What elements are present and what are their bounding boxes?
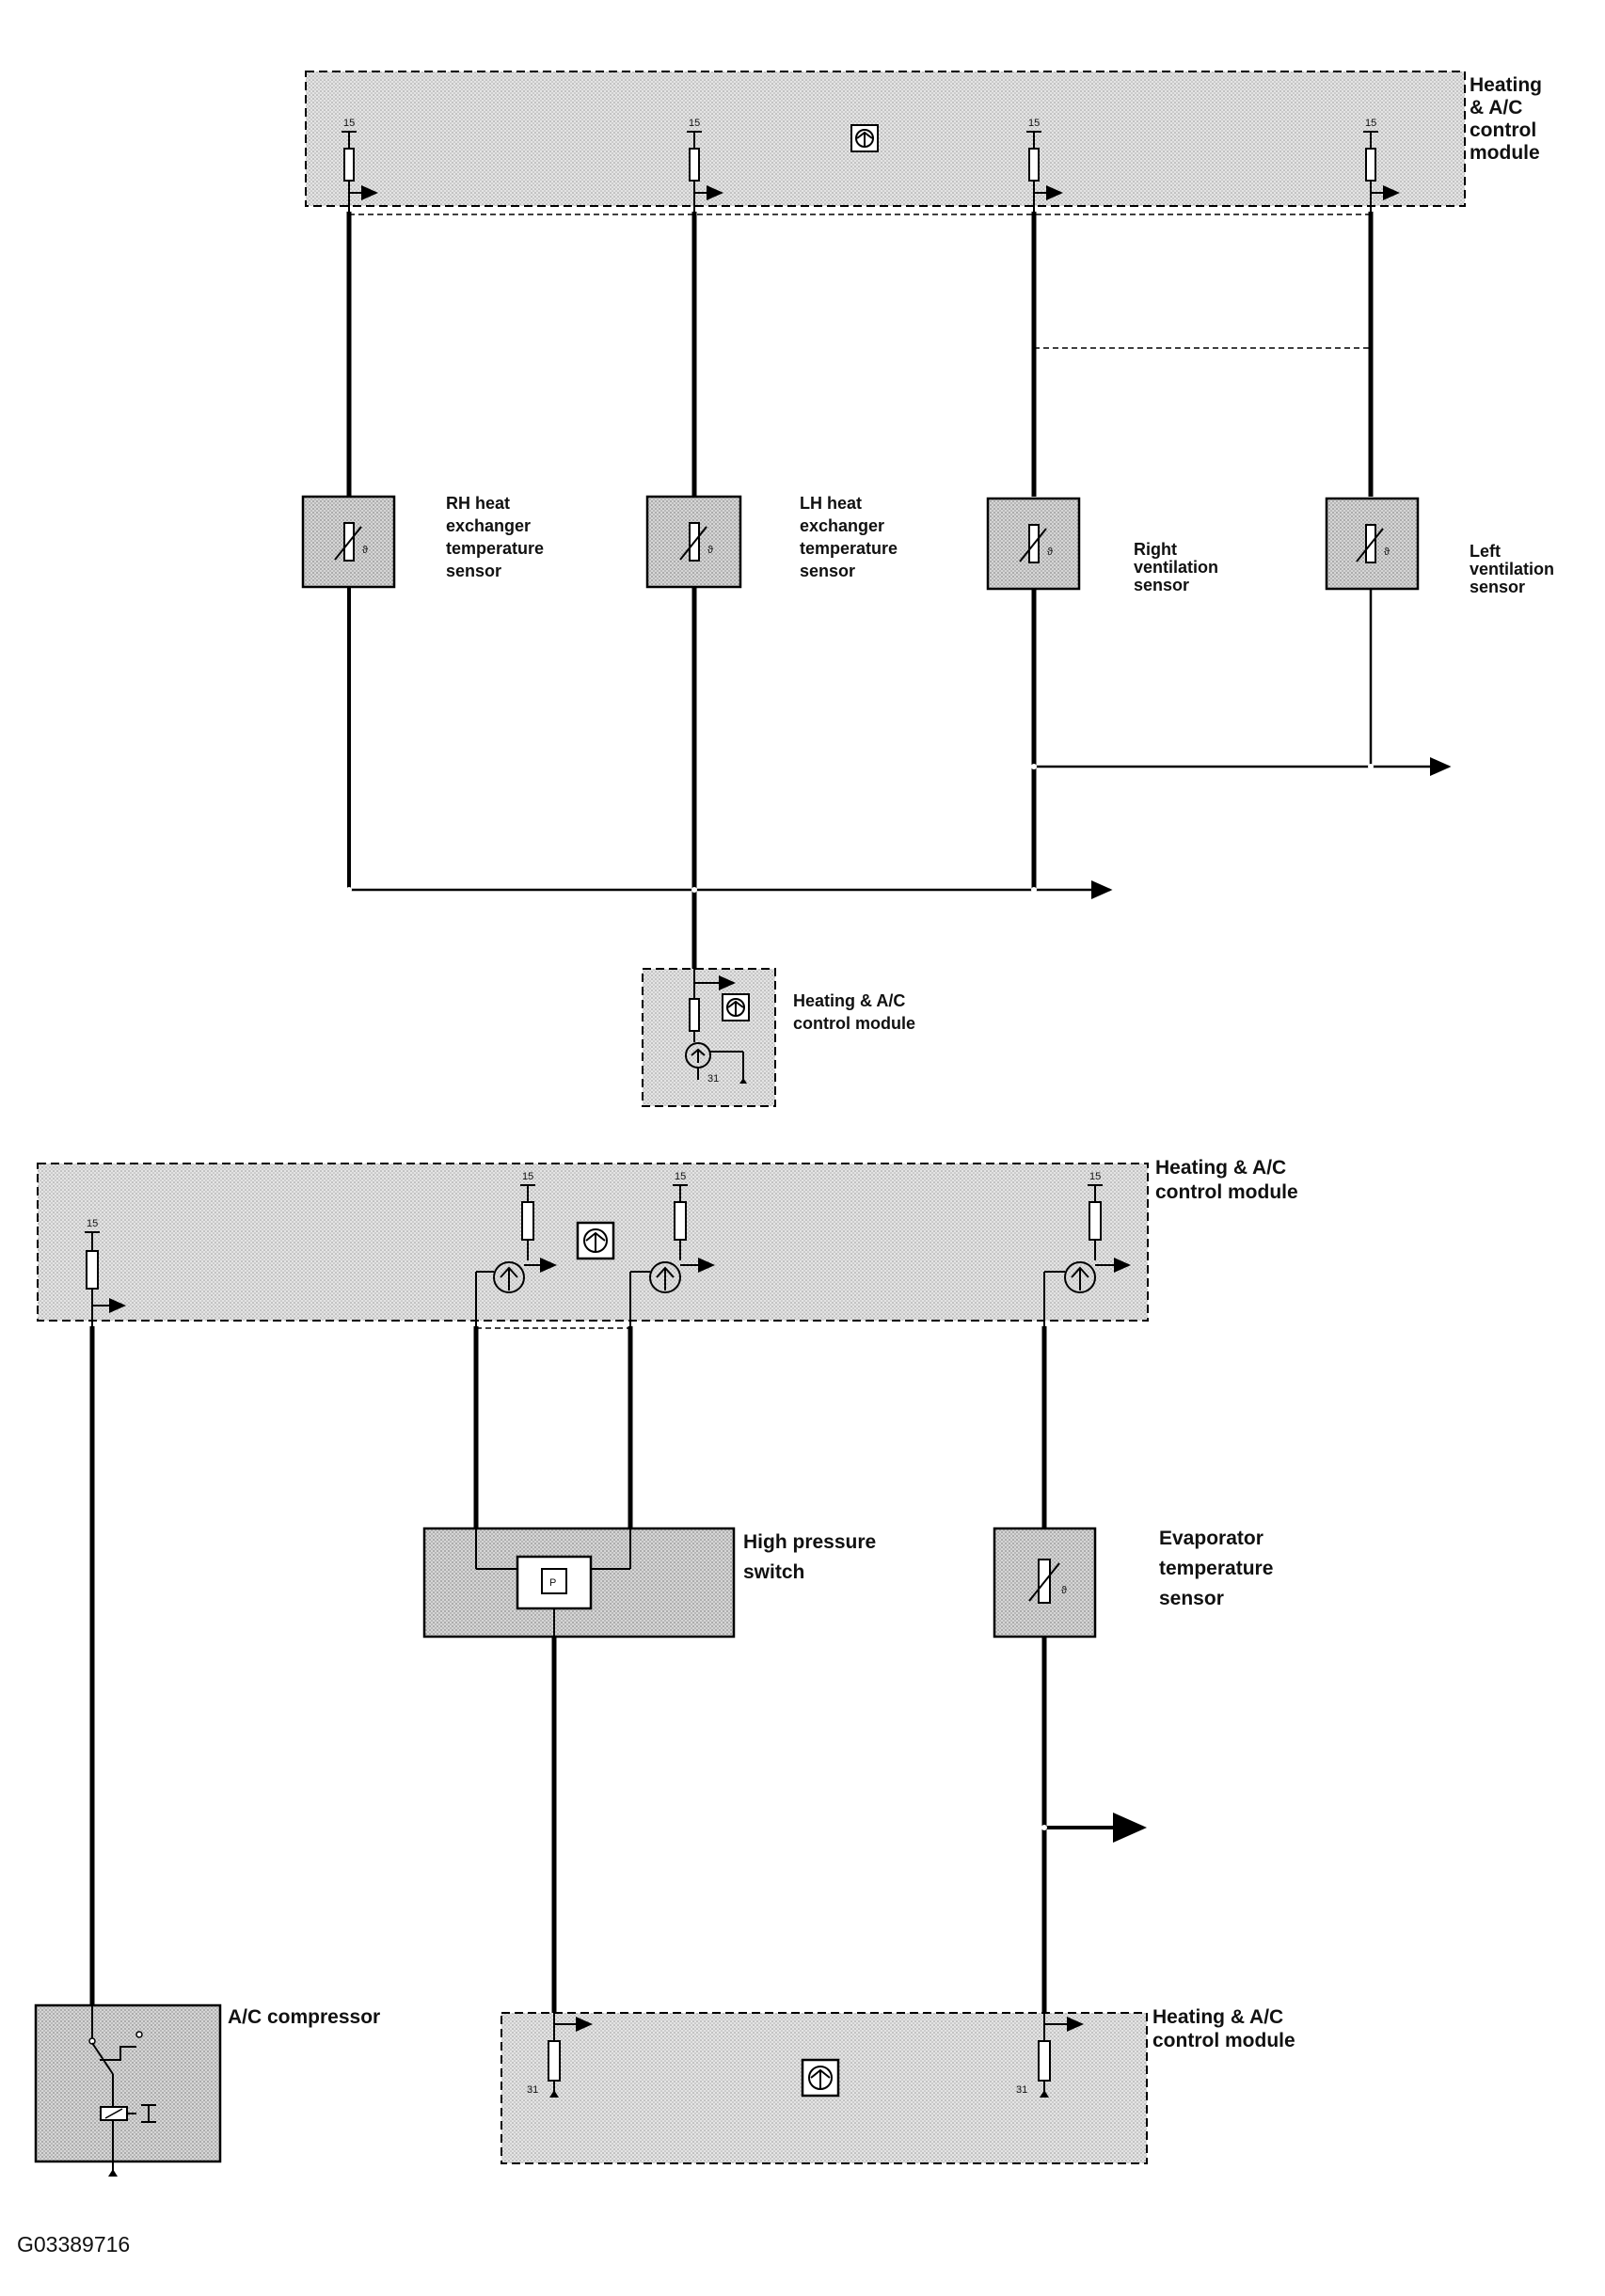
- sensor-label-line: temperature: [446, 539, 544, 558]
- terminal-15: 15: [675, 1171, 686, 1182]
- figure-id: G03389716: [17, 2232, 130, 2256]
- sensor-right-label: Right ventilation sensor: [1134, 540, 1218, 594]
- sensor-label-line: sensor: [1159, 1588, 1224, 1609]
- component-label-line: High pressure: [743, 1531, 876, 1553]
- module-label-line: module: [1470, 142, 1540, 164]
- ac-compressor-label: A/C compressor: [228, 2006, 380, 2028]
- module-bottom-2: 31 31: [501, 2012, 1148, 2164]
- module-label-line: control module: [1152, 2030, 1295, 2051]
- junctions-1: [346, 764, 1374, 893]
- ac-compressor: [34, 2003, 222, 2177]
- sensor-lh-label: LH heat exchanger temperature sensor: [800, 494, 898, 580]
- module-label-line: & A/C: [1470, 97, 1522, 119]
- pin-resistor: 31: [527, 2013, 593, 2098]
- module-top-2: [37, 1163, 1149, 1322]
- pressure-icon: P: [549, 1577, 556, 1589]
- theta-icon: ϑ: [1061, 1585, 1067, 1596]
- sensor-label-line: sensor: [446, 562, 501, 580]
- transistor: 15: [475, 1171, 557, 1326]
- sensor-label-line: sensor: [1134, 576, 1189, 594]
- pin-resistor: 15: [342, 118, 378, 212]
- module-pins-top-1: 15 15 15 15: [342, 118, 1400, 212]
- sensor-left-label: Left ventilation sensor: [1470, 542, 1554, 596]
- module-label-line: control module: [793, 1014, 915, 1033]
- sensor-label-line: Evaporator: [1159, 1528, 1263, 1549]
- sensor-rh-heat-exchanger: ϑ: [301, 495, 396, 589]
- sensor-evaporator-label: Evaporator temperature sensor: [1159, 1528, 1273, 1609]
- terminal-15: 15: [343, 118, 355, 129]
- terminal-15: 15: [689, 118, 700, 129]
- module-label-line: Heating & A/C: [1152, 2006, 1283, 2028]
- module-label-line: control module: [1155, 1181, 1298, 1203]
- sensor-label-line: ventilation: [1134, 558, 1218, 577]
- theta-icon: ϑ: [1384, 546, 1390, 558]
- terminal-15: 15: [1365, 118, 1376, 129]
- high-pressure-switch-label: High pressure switch: [743, 1531, 876, 1583]
- sensor-lh-heat-exchanger: ϑ: [645, 495, 742, 589]
- sensor-evaporator: ϑ: [993, 1527, 1097, 1639]
- terminal-31: 31: [1016, 2084, 1027, 2096]
- pin-resistor: 15: [687, 118, 723, 212]
- terminal-31: 31: [527, 2084, 538, 2096]
- sensor-rh-label: RH heat exchanger temperature sensor: [446, 494, 544, 580]
- sensor-label-line: Right: [1134, 540, 1177, 559]
- terminal-31: 31: [707, 1073, 719, 1085]
- wires-top-1: [346, 212, 1374, 497]
- junction: [1041, 1825, 1047, 1830]
- module-small-1: 31: [642, 968, 776, 1107]
- control-module-icon: [722, 993, 750, 1021]
- sensor-label-line: sensor: [800, 562, 855, 580]
- wires-mid-1: [347, 587, 1452, 969]
- control-module-icon: [850, 124, 879, 152]
- terminal-15: 15: [87, 1218, 98, 1229]
- transistor: 15: [1043, 1171, 1131, 1326]
- pin-resistor: 15: [1026, 118, 1063, 212]
- sensor-left-ventilation: ϑ: [1325, 497, 1420, 591]
- sensor-label-line: sensor: [1470, 578, 1525, 596]
- module-pins-top-2: 15 15 15: [85, 1171, 1131, 1326]
- module-top-1-label: Heating & A/C control module: [1470, 74, 1542, 164]
- terminal-15: 15: [522, 1171, 533, 1182]
- control-module-icon: [576, 1221, 615, 1260]
- pin-resistor: 15: [85, 1218, 126, 1326]
- component-label-line: switch: [743, 1561, 804, 1583]
- sensor-right-ventilation: ϑ: [986, 497, 1081, 591]
- pin-resistor: 15: [1363, 118, 1400, 212]
- terminal-15: 15: [1089, 1171, 1101, 1182]
- module-small-1-label: Heating & A/C control module: [793, 991, 915, 1033]
- sensor-label-line: RH heat: [446, 494, 510, 513]
- theta-icon: ϑ: [707, 545, 713, 556]
- control-module-icon: [801, 2058, 840, 2098]
- sensor-label-line: temperature: [1159, 1558, 1273, 1579]
- pin-resistor: 31: [1016, 2013, 1084, 2098]
- sensor-label-line: LH heat: [800, 494, 862, 513]
- sensor-label-line: exchanger: [800, 516, 884, 535]
- sensor-label-line: ventilation: [1470, 560, 1554, 578]
- module-top-2-label: Heating & A/C control module: [1155, 1157, 1298, 1203]
- theta-icon: ϑ: [1047, 546, 1053, 558]
- terminal-15: 15: [1028, 118, 1040, 129]
- theta-icon: ϑ: [362, 545, 368, 556]
- module-bottom-2-label: Heating & A/C control module: [1152, 2006, 1295, 2051]
- module-top-1: [305, 71, 1466, 207]
- sensor-label-line: temperature: [800, 539, 898, 558]
- module-label-line: control: [1470, 119, 1536, 141]
- module-label-line: Heating & A/C: [1155, 1157, 1286, 1179]
- sensor-label-line: Left: [1470, 542, 1501, 561]
- transistor: 15: [629, 1171, 715, 1326]
- high-pressure-switch: P: [422, 1527, 736, 1639]
- wires-2: [89, 1326, 1147, 2013]
- module-label-line: Heating: [1470, 74, 1542, 96]
- module-label-line: Heating & A/C: [793, 991, 905, 1010]
- sensor-label-line: exchanger: [446, 516, 531, 535]
